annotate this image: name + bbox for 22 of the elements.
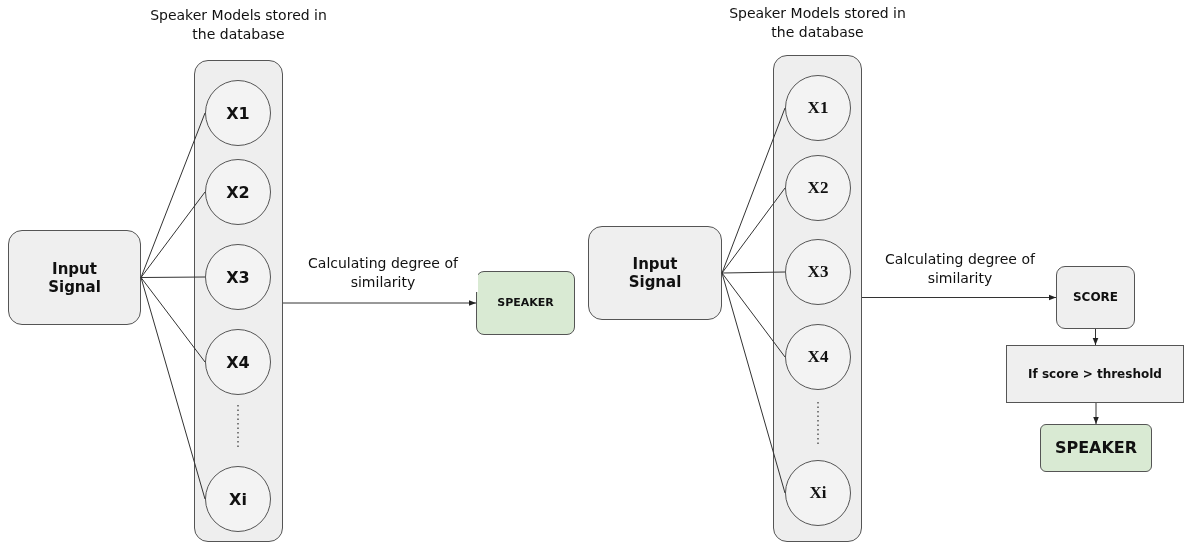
result-box: SPEAKER [1040, 424, 1152, 472]
connector-line [140, 277, 206, 500]
connector-line [140, 112, 206, 278]
input-box: Input Signal [588, 226, 722, 320]
arrow [1092, 328, 1099, 346]
arrow [861, 294, 1057, 301]
connector-line [721, 271, 786, 274]
condition-box: If score > threshold [1006, 345, 1184, 403]
score-box: SCORE [1056, 266, 1135, 329]
result-box: SPEAKER [476, 271, 575, 335]
connector-line [140, 191, 206, 278]
connector-line [721, 272, 786, 358]
column-heading: Speaker Models stored in the database [728, 4, 907, 42]
input-box: Input Signal [8, 230, 141, 325]
arrow [1093, 402, 1099, 425]
connector-line [721, 272, 786, 494]
arrow [282, 300, 477, 306]
connector-line [721, 107, 786, 274]
connector-line [721, 187, 786, 274]
connector-line [140, 277, 206, 363]
connector-line [140, 276, 206, 278]
column-heading: Speaker Models stored in the database [149, 6, 328, 44]
